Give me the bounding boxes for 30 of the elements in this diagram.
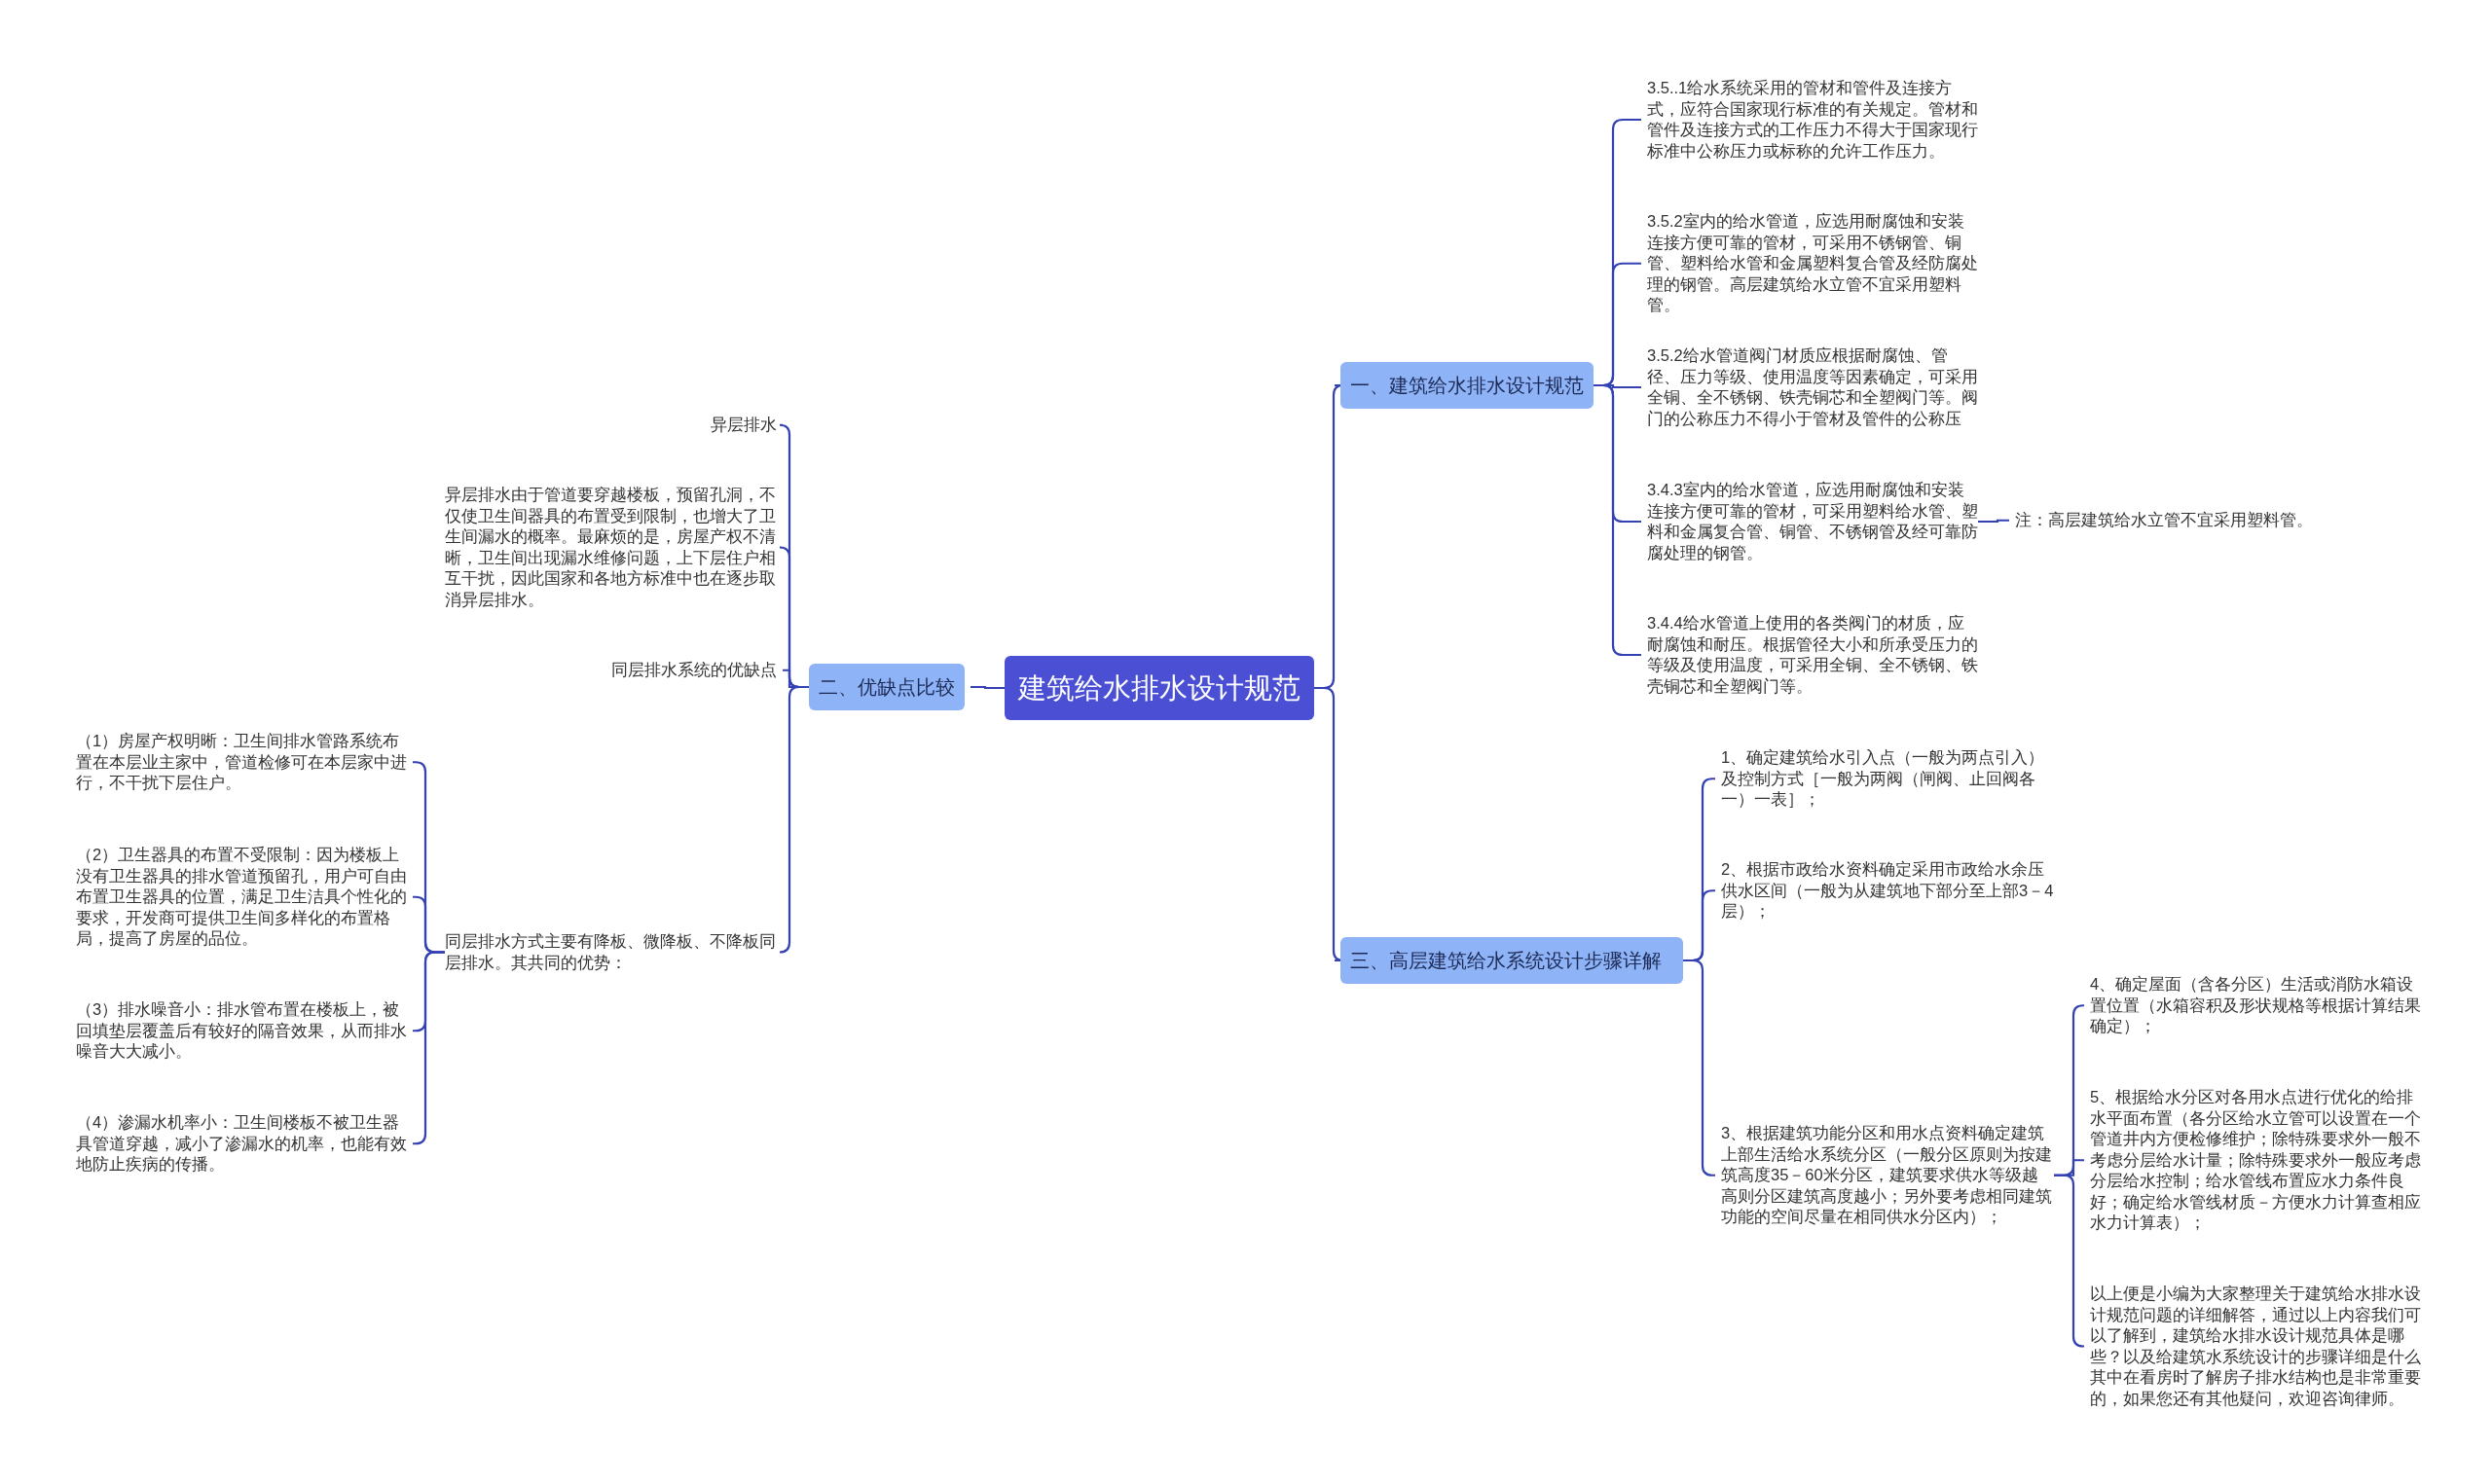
central-topic-box: 建筑给水排水设计规范 — [1005, 656, 1314, 720]
topic-text: 1、确定建筑给水引入点（一般为两点引入）及控制方式［一般为两阀（闸阀、止回阀各一）一表］； — [1721, 747, 2054, 811]
topic-text: （3）排水噪音小：排水管布置在楼板上，被回填垫层覆盖后有较好的隔音效果，从而排水噪音大大减小。 — [76, 999, 407, 1063]
topic-box: 一、建筑给水排水设计规范 — [1340, 362, 1594, 409]
topic-text: 注：高层建筑给水立管不宜采用塑料管。 — [2015, 510, 2336, 531]
topic-text: 3.4.4给水管道上使用的各类阀门的材质，应耐腐蚀和耐压。根据管径大小和所承受压力的等级及使用温度，可采用全铜、全不锈钢、铁壳铜芯和全塑阀门等。 — [1647, 613, 1978, 697]
topic-text: （1）房屋产权明晰：卫生间排水管路系统布置在本层业主家中，管道检修可在本层家中进行，不干扰下层住户。 — [76, 731, 407, 794]
topic-box: 三、高层建筑给水系统设计步骤详解 — [1340, 937, 1683, 984]
topic-text: （2）卫生器具的布置不受限制：因为楼板上没有卫生器具的排水管道预留孔，用户可自由布置卫生器具的位置，满足卫生洁具个性化的要求，开发商可提供卫生间多样化的布置格局，提高了房屋的品位。 — [76, 845, 407, 950]
connector-line — [1683, 959, 1715, 1176]
connector-line — [2054, 1174, 2085, 1348]
topic-text: 2、根据市政给水资料确定采用市政给水余压供水区间（一般为从建筑地下部分至上部3－4层）； — [1721, 859, 2054, 923]
topic-text: 3、根据建筑功能分区和用水点资料确定建筑上部生活给水系统分区（一般分区原则为按建筑高度35－60米分区，建筑要求供水等级越高则分区建筑高度越小；另外要考虑相同建筑功能的空间尽量在相同供水分区内）； — [1721, 1123, 2054, 1228]
topic-text: 异层排水 — [711, 415, 777, 436]
topic-text: 3.5.2室内的给水管道，应选用耐腐蚀和安装连接方便可靠的管材，可采用不锈钢管、铜管、塑料给水管和金属塑料复合管及经防腐处理的钢管。高层建筑给水立管不宜采用塑料管。 — [1647, 211, 1978, 316]
connector-line — [778, 685, 809, 954]
topic-text: （4）渗漏水机率小：卫生间楼板不被卫生器具管道穿越，减小了渗漏水的机率，也能有效地防止疾病的传播。 — [76, 1112, 407, 1176]
connector-line — [1978, 519, 2009, 524]
topic-text: 3.5..1给水系统采用的管材和管件及连接方式，应符合国家现行标准的有关规定。管材和管件及连接方式的工作压力不得大于国家现行标准中公称压力或标称的允许工作压力。 — [1647, 78, 1978, 162]
topic-text: 4、确定屋面（含各分区）生活或消防水箱设置位置（水箱容积及形状规格等根据计算结果确定）； — [2090, 974, 2423, 1037]
topic-text: 以上便是小编为大家整理关于建筑给水排水设计规范问题的详细解答，通过以上内容我们可以了解到，建筑给水排水设计规范具体是哪些？以及给建筑水系统设计的步骤详细是什么其中在看房时了解房子排水结构也是非常重要的，如果您还有其他疑问，欢迎咨询律师。 — [2090, 1284, 2423, 1409]
connector-line — [971, 685, 1005, 690]
topic-text: 3.5.2给水管道阀门材质应根据耐腐蚀、管径、压力等级、使用温度等因素确定，可采用全铜、全不锈钢、铁壳铜芯和全塑阀门等。阀门的公称压力不得小于管材及管件的公称压 — [1647, 345, 1978, 429]
topic-text: 同层排水系统的优缺点 — [611, 660, 777, 681]
topic-text: 5、根据给水分区对各用水点进行优化的给排水平面布置（各分区给水立管可以设置在一个管道井内方便检修维护；除特殊要求外一般不考虑分层给水计量；除特殊要求外一般应考虑分层给水控制；给水管线布置应水力条件良好；确定给水管线材质－方便水力计算查相应水力计算表）； — [2090, 1087, 2423, 1234]
connector-line — [413, 951, 445, 1145]
topic-text: 异层排水由于管道要穿越楼板，预留孔洞，不仅使卫生间器具的布置受到限制，也增大了卫生间漏水的概率。最麻烦的是，房屋产权不清晰，卫生间出现漏水维修问题，上下层住户相互干扰，因此国家和各地方标准中也在逐步取消异层排水。 — [445, 485, 776, 610]
topic-text: 3.4.3室内的给水管道，应选用耐腐蚀和安装连接方便可靠的管材，可采用塑料给水管、塑料和金属复合管、铜管、不锈钢管及经可靠防腐处理的钢管。 — [1647, 480, 1978, 563]
topic-text: 同层排水方式主要有降板、微降板、不降板同层排水。其共同的优势： — [445, 931, 776, 973]
topic-box: 二、优缺点比较 — [809, 664, 965, 710]
